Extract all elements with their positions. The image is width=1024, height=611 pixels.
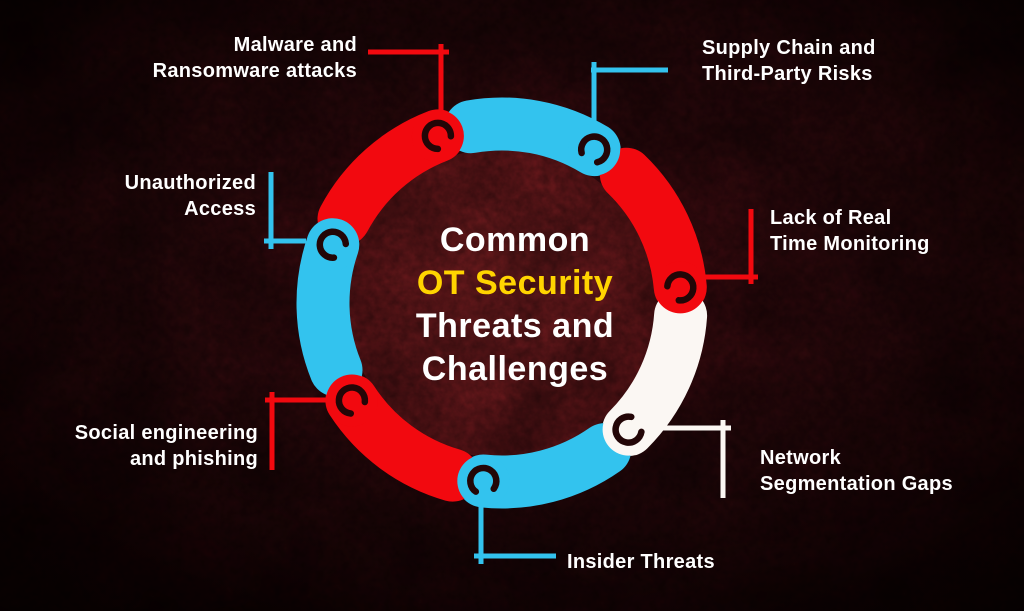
label-malware-line1: Malware and [233,34,357,56]
connector-malware [368,44,449,112]
label-realtime-line1: Lack of Real [770,207,892,229]
label-network-segmentation: Network Segmentation Gaps [760,445,953,497]
connector-supply [591,62,668,126]
label-lack-realtime-monitoring: Lack of Real Time Monitoring [770,205,930,257]
title-line-common: Common [439,221,591,259]
ring-segment-1-red-crescent [421,119,455,153]
connector-social [265,392,331,470]
ring-segment-7-cyan-crescent [316,228,350,261]
title-line-ot-security: OT Security [416,264,614,302]
label-insider-threats: Insider Threats [567,549,715,575]
connector-insider [474,498,556,564]
label-malware-line2: Ransomware attacks [152,60,357,82]
ring-segment-2-cyan-crescent [577,133,611,166]
label-social-line1: Social engineering [74,422,258,444]
title-line-threats-and: Threats and [415,307,615,345]
ring-segment-5-cyan-crescent [467,464,500,498]
ring-segment-4-white-crescent [612,413,645,446]
title-line-challenges: Challenges [421,350,609,388]
ring-segment-6-red-crescent [335,384,369,417]
label-insider-line1: Insider Threats [567,551,715,573]
connector-realtime [696,209,758,284]
connector-network [654,420,731,498]
ring-segment-6-red-head [325,374,378,427]
label-social-line2: and phishing [129,448,258,470]
center-title: Common OT Security Threats and Challenge… [365,219,665,391]
ring-segment-1-red-head [411,109,464,162]
label-social-engineering: Social engineering and phishing [75,420,258,472]
label-supply-chain: Supply Chain and Third-Party Risks [702,35,876,87]
ring-segment-2-cyan-head [568,123,621,176]
label-unauthorized-access: Unauthorized Access [125,170,256,222]
label-unauthorized-line1: Unauthorized [124,172,256,194]
label-supply-line1: Supply Chain and [702,37,876,59]
ring-segment-3-red-head [654,261,707,314]
label-supply-line2: Third-Party Risks [702,63,873,85]
ring-segment-3-red-crescent [664,271,697,304]
label-realtime-line2: Time Monitoring [770,233,930,255]
label-network-line2: Segmentation Gaps [760,473,953,495]
ring-segment-5-cyan-head [457,455,510,507]
label-malware-ransomware: Malware and Ransomware attacks [153,32,357,84]
ring-segment-7-cyan-head [306,218,359,271]
label-unauthorized-line2: Access [184,198,256,220]
label-network-line1: Network [760,447,842,469]
ring-segment-4-white-head [602,403,655,456]
connector-unauthorized [264,172,306,249]
